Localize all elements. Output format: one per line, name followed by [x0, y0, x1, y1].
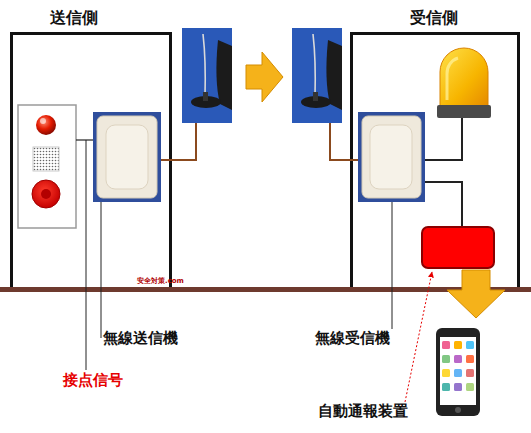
- output-wire: [425, 182, 462, 227]
- device-case: [97, 116, 157, 198]
- warning-light: [437, 48, 491, 118]
- signal-label: 接点信号: [63, 371, 123, 389]
- app-icon: [454, 383, 462, 391]
- notify-arrow: [447, 270, 505, 318]
- leader-line: [405, 272, 432, 402]
- photo-shadow: [326, 40, 342, 110]
- app-icon: [442, 355, 450, 363]
- antenna-whip: [313, 34, 315, 96]
- app-icon: [466, 341, 474, 349]
- app-icon: [442, 341, 450, 349]
- leader-line: [392, 202, 393, 329]
- device-cover: [106, 125, 148, 189]
- alarm-button: [32, 180, 60, 208]
- smartphone: [436, 328, 480, 416]
- ground-line: [0, 287, 531, 292]
- app-icon: [466, 383, 474, 391]
- signal-wire: [76, 139, 93, 140]
- photo-shadow: [216, 40, 232, 110]
- wireless-receiver: [358, 112, 425, 202]
- building-box: 送信側: [10, 32, 172, 291]
- antenna-mount: [313, 92, 318, 101]
- app-icon: [454, 369, 462, 377]
- antenna-cable: [161, 122, 196, 160]
- dome-highlight: [447, 58, 458, 100]
- box-heading: 受信側: [410, 8, 458, 28]
- photo-frame: [358, 112, 425, 202]
- leader-line: [101, 202, 102, 338]
- part-label: 自動通報装置: [318, 402, 408, 420]
- leader-line: [86, 140, 87, 370]
- app-icon: [442, 383, 450, 391]
- panel-body: [18, 105, 76, 228]
- watermark: 安全対策.com: [137, 277, 184, 286]
- app-icon: [454, 341, 462, 349]
- app-icon: [454, 355, 462, 363]
- transmission-arrow: [246, 52, 283, 102]
- antenna-cable: [330, 122, 358, 160]
- part-label: 無線送信機: [103, 329, 178, 347]
- phone-screen: [440, 337, 476, 405]
- building-box: 受信側: [350, 32, 520, 291]
- antenna-base: [301, 96, 331, 108]
- part-label: 無線受信機: [315, 329, 390, 347]
- output-wire: [425, 118, 462, 160]
- button-center: [41, 189, 51, 199]
- antenna-photo: [292, 28, 342, 123]
- photo-background: [292, 28, 342, 123]
- antenna-mount: [203, 92, 208, 101]
- device-case: [362, 116, 421, 198]
- app-icon: [466, 355, 474, 363]
- notification-device: [422, 227, 494, 268]
- box-heading: 送信側: [50, 8, 98, 28]
- light-dome: [440, 48, 488, 106]
- app-icon: [466, 369, 474, 377]
- indicator-lamp: [36, 115, 56, 135]
- device-cover: [370, 125, 412, 189]
- photo-frame: [93, 112, 161, 202]
- lamp-highlight: [40, 118, 46, 124]
- phone-body: [436, 328, 480, 416]
- app-icon: [442, 369, 450, 377]
- speaker-grille: [33, 147, 59, 171]
- wireless-transmitter: [93, 112, 161, 202]
- alarm-panel: [18, 105, 76, 228]
- antenna-whip: [203, 34, 205, 96]
- antenna-photo: [182, 28, 232, 123]
- light-base: [437, 105, 491, 118]
- antenna-base: [191, 96, 221, 108]
- home-button: [455, 407, 461, 413]
- photo-background: [182, 28, 232, 123]
